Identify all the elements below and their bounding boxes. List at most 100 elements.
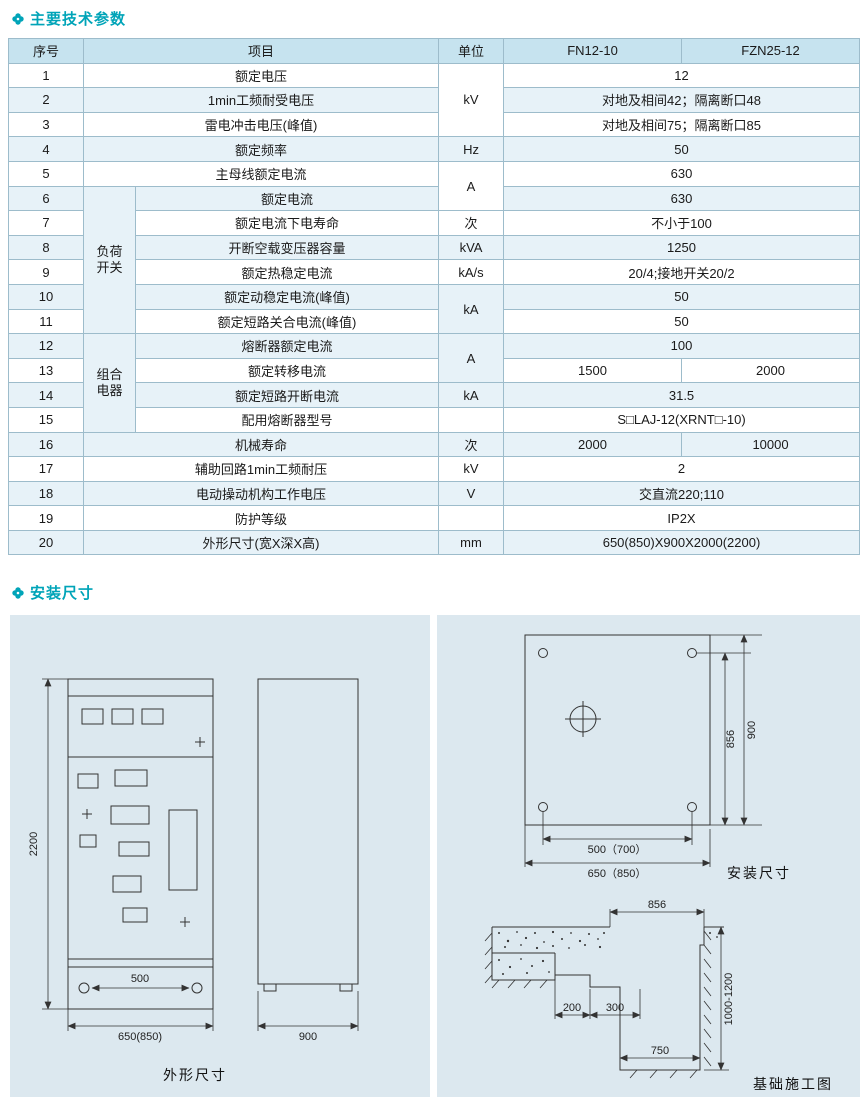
row-unit: A (438, 333, 505, 384)
header-no: 序号 (8, 38, 84, 64)
row-value: 交直流220;110 (503, 480, 861, 507)
dim-856-install: 856 (725, 730, 737, 748)
row-value: 630 (503, 185, 861, 212)
row-unit: kA/s (438, 259, 505, 285)
row-unit: kV (438, 62, 505, 138)
row-unit: kV (438, 456, 505, 482)
section-title-install: 安装尺寸 (12, 582, 94, 603)
row-item: 熔断器额定电流 (134, 333, 440, 359)
dim-200: 200 (563, 1002, 581, 1014)
row-unit: Hz (438, 136, 505, 162)
row-no: 2 (8, 87, 84, 113)
row-item: 额定短路关合电流(峰值) (134, 308, 440, 335)
table-row: 16 机械寿命 次 2000 10000 (8, 431, 861, 458)
table-row: 14 额定短路开断电流 kA 31.5 (8, 382, 861, 408)
table-row: 2 1min工频耐受电压 对地及相间42；隔离断口48 (8, 87, 861, 113)
row-no: 5 (8, 160, 84, 187)
foundation-section-view: 856 (484, 899, 735, 1079)
row-value: IP2X (503, 505, 861, 531)
row-item: 电动操动机构工作电压 (82, 480, 440, 507)
table-row: 18 电动操动机构工作电压 V 交直流220;110 (8, 480, 861, 507)
row-no: 16 (8, 431, 84, 458)
spec-table: 序号 项目 单位 FN12-10 FZN25-12 1 额定电压 kV 12 2… (8, 38, 861, 556)
dim-750: 750 (651, 1045, 669, 1057)
row-no: 17 (8, 456, 84, 482)
outline-drawing-panel: 500 2200 650(850) 900 外形尺寸 (10, 615, 430, 1097)
row-item: 1min工频耐受电压 (82, 87, 440, 113)
section-title-text: 安装尺寸 (30, 585, 95, 602)
table-row: 9 额定热稳定电流 kA/s 20/4;接地开关20/2 (8, 259, 861, 285)
row-no: 7 (8, 210, 84, 236)
row-no: 12 (8, 333, 84, 359)
row-value: 50 (503, 283, 861, 310)
cabinet-side-view: 900 (257, 678, 359, 1043)
row-item: 主母线额定电流 (82, 160, 440, 187)
table-row: 12 组合电器 熔断器额定电流 A 100 (8, 333, 861, 433)
row-unit: A (438, 160, 505, 212)
table-row: 6 负荷开关 额定电流 630 (8, 185, 861, 335)
dim-650-850: 650(850) (118, 1031, 162, 1043)
flower-bullet-icon (12, 586, 24, 599)
flower-bullet-icon (12, 12, 24, 25)
table-row: 17 辅助回路1min工频耐压 kV 2 (8, 456, 861, 482)
table-row: 10 额定动稳定电流(峰值) kA 50 (8, 283, 861, 335)
row-value-model2: 2000 (681, 357, 861, 384)
row-unit: 次 (438, 431, 505, 458)
row-value-model1: 2000 (503, 431, 683, 458)
dim-650-850-install: 650（850） (588, 867, 647, 880)
table-row: 20 外形尺寸(宽X深X高) mm 650(850)X900X2000(2200… (8, 529, 861, 556)
row-item: 配用熔断器型号 (134, 406, 440, 433)
row-no: 14 (8, 382, 84, 408)
section-title-params: 主要技术参数 (12, 8, 126, 29)
outline-caption: 外形尺寸 (163, 1067, 227, 1083)
row-value-model2: 10000 (681, 431, 861, 458)
spec-table-container: 序号 项目 单位 FN12-10 FZN25-12 1 额定电压 kV 12 2… (8, 38, 861, 556)
foundation-caption: 基础施工图 (753, 1076, 833, 1092)
dim-1000-1200: 1000-1200 (723, 973, 735, 1026)
row-no: 20 (8, 529, 84, 556)
table-row: 3 雷电冲击电压(峰值) 对地及相间75；隔离断口85 (8, 111, 861, 138)
header-model2: FZN25-12 (681, 38, 861, 64)
row-value: 100 (503, 333, 861, 359)
row-item: 防护等级 (82, 505, 440, 531)
row-no: 11 (8, 308, 84, 335)
row-item: 额定短路开断电流 (134, 382, 440, 408)
table-row: 8 开断空载变压器容量 kVA 1250 (8, 234, 861, 261)
row-item: 额定电流下电寿命 (134, 210, 440, 236)
row-item: 雷电冲击电压(峰值) (82, 111, 440, 138)
row-value: S□LAJ-12(XRNT□-10) (503, 406, 861, 433)
header-item: 项目 (82, 38, 440, 64)
install-drawing-panel: 856 900 500（700） 650（850） 安装尺寸 856 (437, 615, 860, 1097)
row-value: 不小于100 (503, 210, 861, 236)
row-item: 开断空载变压器容量 (134, 234, 440, 261)
group-combined-apparatus: 组合电器 (83, 333, 136, 433)
row-item: 额定电流 (134, 185, 440, 212)
row-item: 额定动稳定电流(峰值) (134, 283, 440, 310)
table-row: 11 额定短路关合电流(峰值) 50 (8, 308, 861, 335)
soil-hatching (484, 930, 712, 1079)
row-value: 1250 (503, 234, 861, 261)
row-no: 18 (8, 480, 84, 507)
header-model1: FN12-10 (503, 38, 683, 64)
install-caption: 安装尺寸 (727, 865, 791, 881)
row-value: 50 (503, 136, 861, 162)
row-item: 辅助回路1min工频耐压 (82, 456, 440, 482)
dim-856-foundation: 856 (648, 899, 666, 911)
row-unit (438, 406, 505, 433)
dim-300: 300 (606, 1002, 624, 1014)
row-value: 12 (503, 62, 861, 89)
table-row: 1 额定电压 kV 12 (8, 62, 861, 138)
row-value: 20/4;接地开关20/2 (503, 259, 861, 285)
install-drawing: 856 900 500（700） 650（850） 安装尺寸 856 (484, 634, 833, 1092)
table-header-row: 序号 项目 单位 FN12-10 FZN25-12 (8, 38, 861, 64)
concrete-speckles (498, 930, 718, 975)
row-value: 630 (503, 160, 861, 187)
row-value: 31.5 (503, 382, 861, 408)
row-unit: V (438, 480, 505, 507)
row-no: 4 (8, 136, 84, 162)
row-item: 额定频率 (82, 136, 440, 162)
table-row: 7 额定电流下电寿命 次 不小于100 (8, 210, 861, 236)
section-title-text: 主要技术参数 (30, 11, 127, 28)
row-no: 6 (8, 185, 84, 212)
dim-2200: 2200 (28, 832, 40, 856)
